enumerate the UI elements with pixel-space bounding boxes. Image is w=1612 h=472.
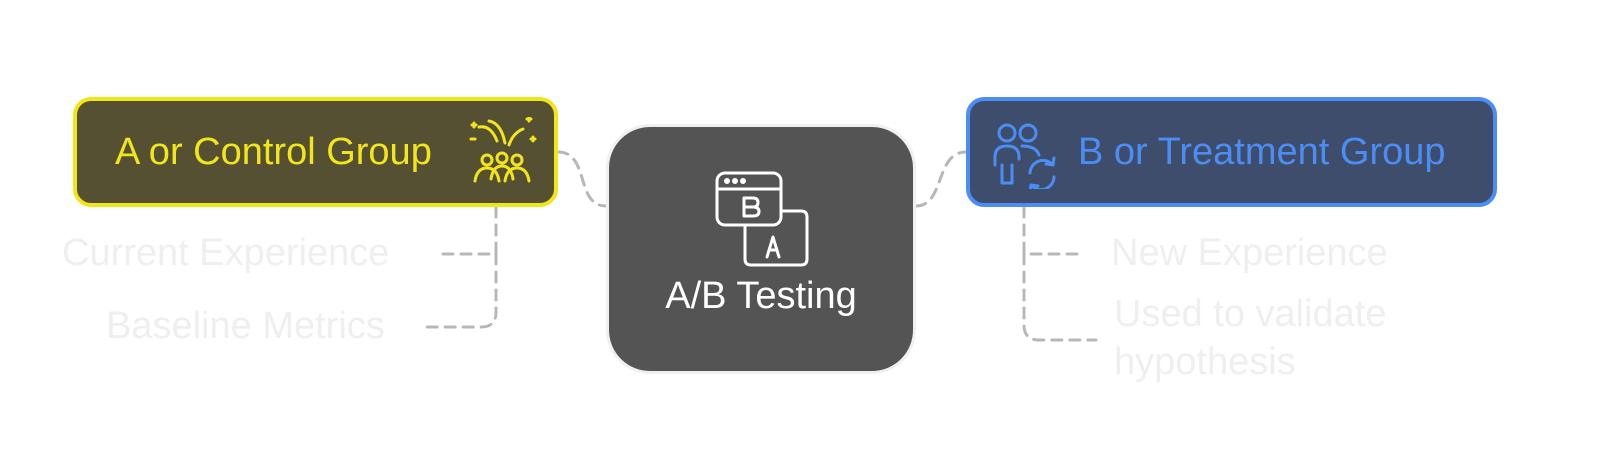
control-group-label: A or Control Group [115,130,432,173]
ab-testing-node: A/B Testing [606,124,916,374]
connector-center-treatment [914,150,968,208]
group-celebration-icon [469,117,537,183]
connector-control-baseline [423,252,498,329]
connector-control-current [433,205,498,256]
treatment-item-new-experience: New Experience [1111,232,1388,274]
treatment-item-validate-hypothesis: Used to validate hypothesis [1114,293,1387,383]
treatment-group-node: B or Treatment Group [966,97,1497,207]
ab-test-icon [715,171,809,267]
connector-treatment-new [1022,205,1087,256]
treatment-group-label: B or Treatment Group [1078,130,1446,173]
connector-control-center [556,150,608,208]
control-group-node: A or Control Group [73,97,558,207]
control-item-current-experience: Current Experience [62,232,390,274]
control-item-baseline-metrics: Baseline Metrics [106,305,385,347]
users-switch-icon [993,123,1056,189]
ab-testing-label: A/B Testing [665,275,857,317]
connector-treatment-validate [1022,252,1098,342]
